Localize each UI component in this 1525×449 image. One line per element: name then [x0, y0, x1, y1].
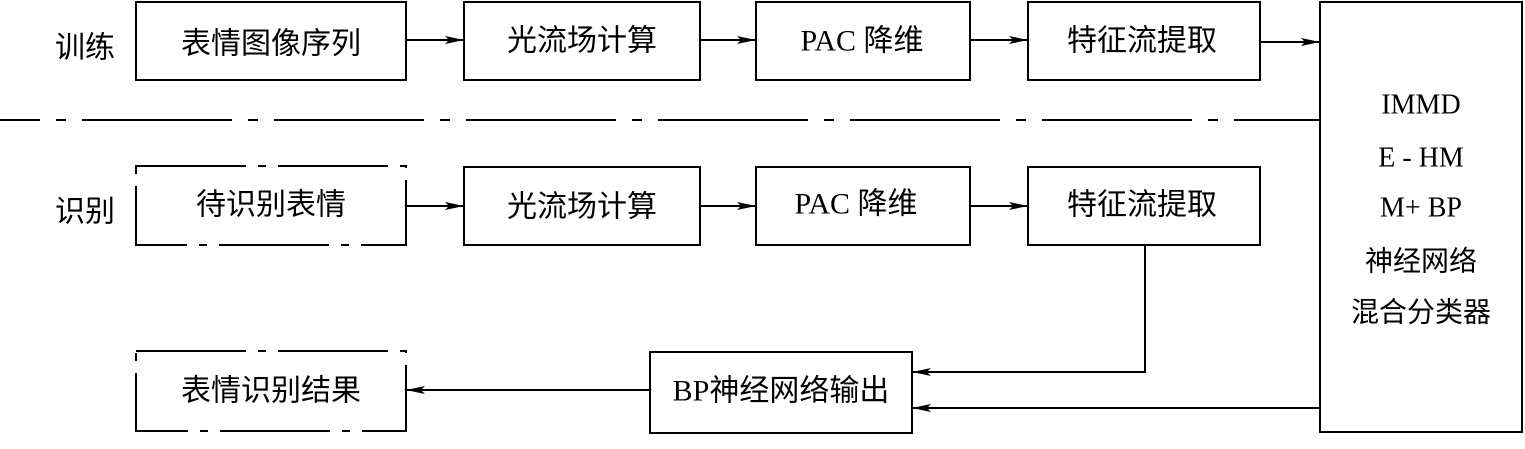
classifier-block: IMMD E - HM M+ BP 神经网络 混合分类器 [1319, 1, 1523, 433]
box-feature-flow-recognition [1027, 166, 1261, 246]
box-input-expression-label: 待识别表情 [196, 189, 346, 222]
box-pac-reduction-recognition-label: PAC 降维 [794, 188, 917, 221]
box-recognition-result-label: 表情识别结果 [181, 375, 361, 408]
box-hybrid-classifier [1319, 1, 1523, 433]
box-bp-network-output-label: BP神经网络输出 [673, 375, 890, 408]
training-row: 表情图像序列 光流场计算 PAC 降维 特征流提取 [135, 1, 1320, 81]
box-feature-flow-training-label: 特征流提取 [1067, 25, 1217, 58]
box-input-expression [135, 165, 407, 246]
classifier-line-3: M+ BP [1380, 193, 1462, 224]
box-pac-reduction-training [755, 1, 971, 81]
classifier-line-5: 混合分类器 [1351, 297, 1491, 329]
box-bp-network-output [649, 351, 913, 434]
box-pac-reduction-training-label: PAC 降维 [800, 25, 923, 58]
classifier-line-1: IMMD [1381, 90, 1460, 121]
row-label-training: 训练 [55, 32, 115, 65]
box-optical-flow-recognition [463, 166, 701, 246]
box-optical-flow-training-label: 光流场计算 [507, 25, 657, 58]
classifier-line-4: 神经网络 [1365, 246, 1477, 278]
row-label-recognition: 识别 [55, 196, 115, 229]
recognition-row: 待识别表情 光流场计算 PAC 降维 特征流提取 [135, 165, 1261, 246]
output-row: 表情识别结果 BP神经网络输出 [135, 245, 1320, 434]
box-recognition-result [135, 350, 407, 432]
classifier-line-2: E - HM [1378, 143, 1464, 174]
box-feature-flow-recognition-label: 特征流提取 [1067, 189, 1217, 222]
box-optical-flow-training [463, 1, 701, 81]
box-expression-sequence-label: 表情图像序列 [181, 28, 361, 61]
box-pac-reduction-recognition [755, 166, 971, 246]
box-expression-sequence [135, 1, 407, 81]
box-optical-flow-recognition-label: 光流场计算 [507, 191, 657, 224]
arrow-feature-flow-to-bp-output [912, 245, 1146, 376]
